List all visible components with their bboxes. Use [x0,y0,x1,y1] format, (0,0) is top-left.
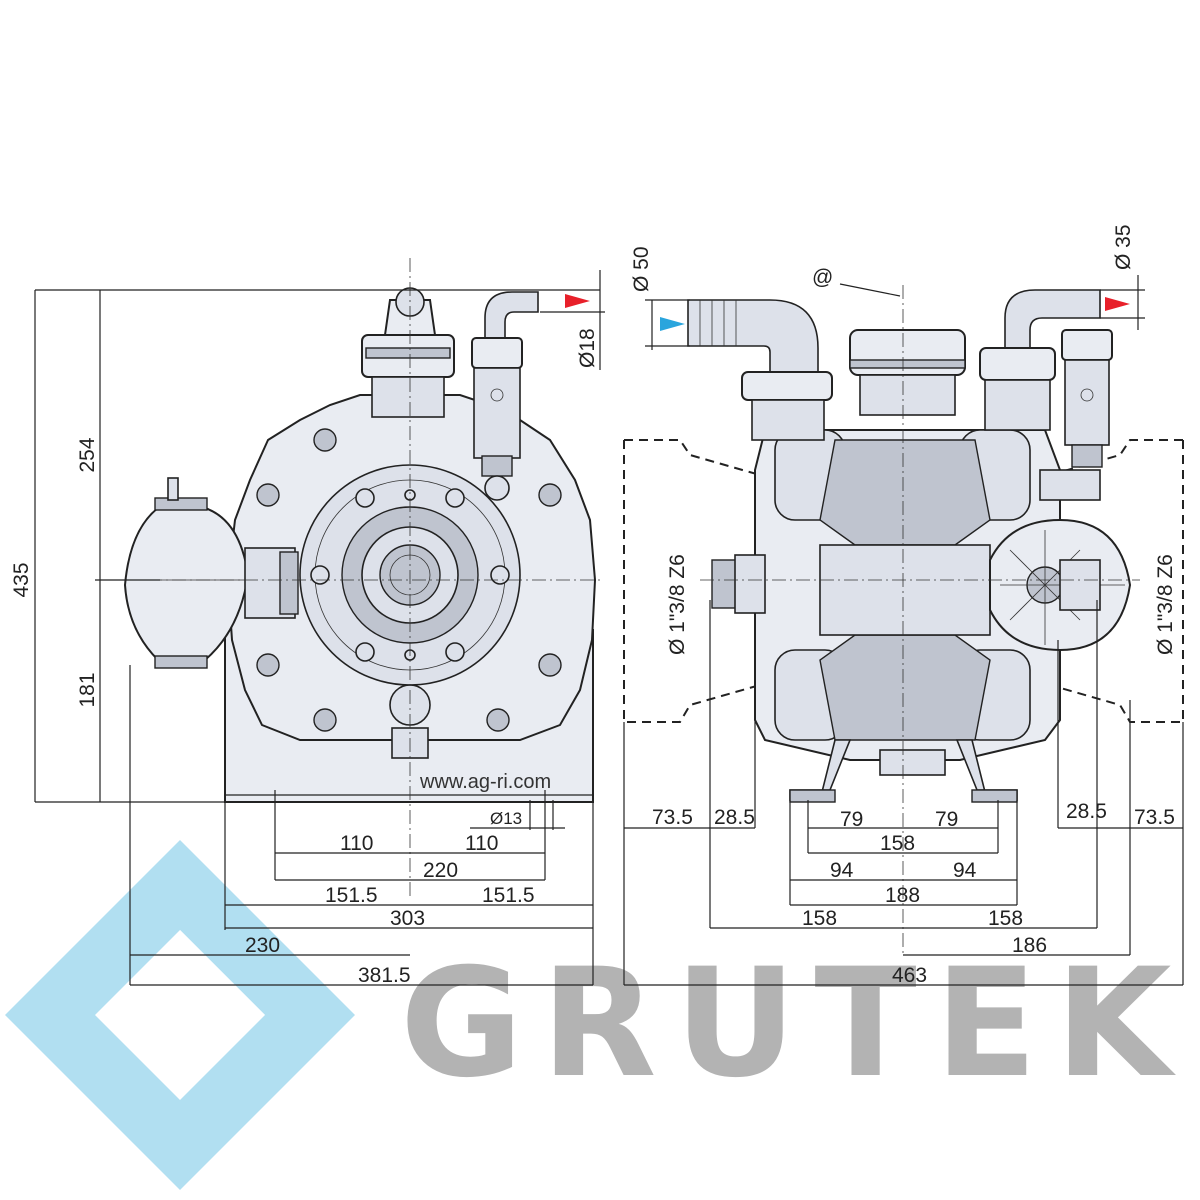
dim-foot-158: 158 [880,832,915,855]
dim-foot-79-right: 79 [935,808,958,831]
dim-shaft-left: Ø 1"3/8 Z6 [666,554,689,655]
outlet-arrow-front-icon [1105,297,1130,311]
dim-width-110-left: 110 [340,832,373,855]
dim-front-73-left: 73.5 [652,806,693,829]
dim-width-381: 381.5 [358,964,411,987]
dim-front-28-right: 28.5 [1066,800,1107,823]
side-view: www.ag-ri.com [100,258,600,900]
front-top-head [849,329,966,416]
front-accumulator [989,518,1132,652]
outlet-arrow-icon [565,294,590,308]
dim-outlet-diameter: Ø18 [576,328,599,368]
dim-front-28-left: 28.5 [714,806,755,829]
dim-width-303: 303 [390,907,425,930]
dim-width-151-left: 151.5 [325,884,378,907]
dim-width-220: 220 [423,859,458,882]
side-accumulator [123,477,299,669]
side-outlet-elbow [471,291,539,501]
dim-foot-94-right: 94 [953,859,977,882]
dim-height-435: 435 [10,562,33,597]
front-view: @ [623,266,1184,955]
dim-front-158-right: 158 [988,907,1023,930]
inlet-arrow-icon [660,317,685,331]
front-outlet-elbow [979,289,1113,501]
front-inlet-elbow [687,299,833,441]
dim-width-230: 230 [245,934,280,957]
dim-front-73-right: 73.5 [1134,806,1175,829]
center-marker: @ [812,266,833,289]
dim-height-254: 254 [76,437,99,472]
dim-foot-94-left: 94 [830,859,854,882]
brand-name: GRUTEK [400,937,1189,1111]
side-vertical-dimensions: 435 254 181 Ø18 [10,270,605,803]
front-guard-outline [623,440,761,723]
dim-height-181: 181 [76,672,99,707]
grutek-logo-icon [5,840,355,1190]
dim-front-463: 463 [892,964,927,987]
logo-diamond-shape [5,840,355,1190]
dim-outlet-diameter-front: Ø 35 [1112,224,1135,270]
dim-front-158-left: 158 [802,907,837,930]
dim-shaft-right: Ø 1"3/8 Z6 [1154,554,1177,655]
dim-front-186: 186 [1012,934,1047,957]
side-bolt-holes [310,488,510,662]
front-diameter-dimensions: Ø 50 Ø 35 Ø 1"3/8 Z6 Ø 1"3/8 Z6 [630,224,1177,655]
dim-inlet-diameter: Ø 50 [630,246,653,292]
website-label: www.ag-ri.com [419,771,551,793]
dim-foot-188: 188 [885,884,920,907]
dim-width-110-right: 110 [465,832,498,855]
dim-mount-hole: Ø13 [490,809,522,828]
front-horizontal-dimensions: 73.5 28.5 28.5 73.5 79 79 158 94 94 188 … [623,600,1184,987]
dim-width-151-right: 151.5 [482,884,535,907]
side-top-valve [361,287,455,418]
dim-foot-79-left: 79 [840,808,863,831]
side-horizontal-dimensions: Ø13 110 110 220 151.5 151.5 303 230 381.… [129,665,594,987]
